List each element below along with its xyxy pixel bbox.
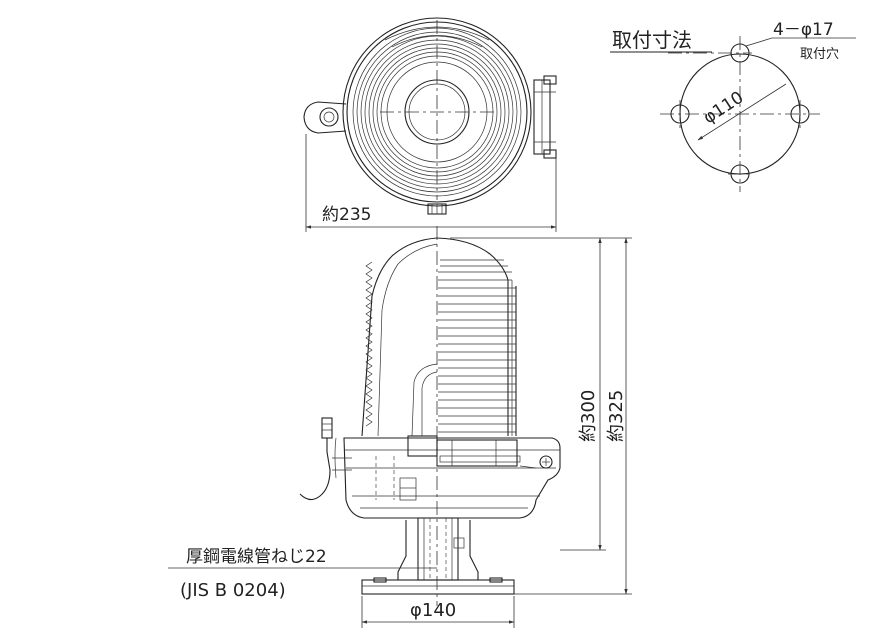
housing-screw (539, 455, 553, 469)
top-view-left-lug (303, 101, 347, 134)
globe-right-exterior (436, 237, 517, 436)
terminal-cable (299, 417, 352, 501)
base-flange (361, 577, 515, 595)
height-325-label: 約325 (606, 390, 627, 442)
top-view-right-bracket (533, 75, 557, 159)
holes-sublabel: 取付穴 (800, 47, 839, 62)
globe-left-section (361, 237, 438, 457)
top-view (303, 17, 557, 215)
top-width-label: 約235 (322, 205, 371, 225)
base-stem (397, 517, 479, 581)
inner-lamp (407, 435, 438, 457)
base-diameter-label: φ140 (410, 600, 456, 621)
dim-top-width (305, 134, 557, 232)
top-view-bottom-screw (427, 203, 447, 215)
height-300-label: 約300 (578, 390, 599, 442)
side-view (299, 226, 561, 606)
holes-label: 4－φ17 (773, 20, 834, 40)
thread-note: 厚鋼電線管ねじ22 (186, 547, 327, 567)
dim-base-diameter (361, 596, 515, 628)
dim-height-325 (514, 237, 632, 595)
mounting-title: 取付寸法 (612, 28, 692, 52)
standard-note: (JIS B 0204) (180, 580, 286, 601)
mounting-detail (660, 36, 856, 192)
lamp-housing (343, 437, 561, 519)
dim-height-300 (450, 237, 632, 551)
